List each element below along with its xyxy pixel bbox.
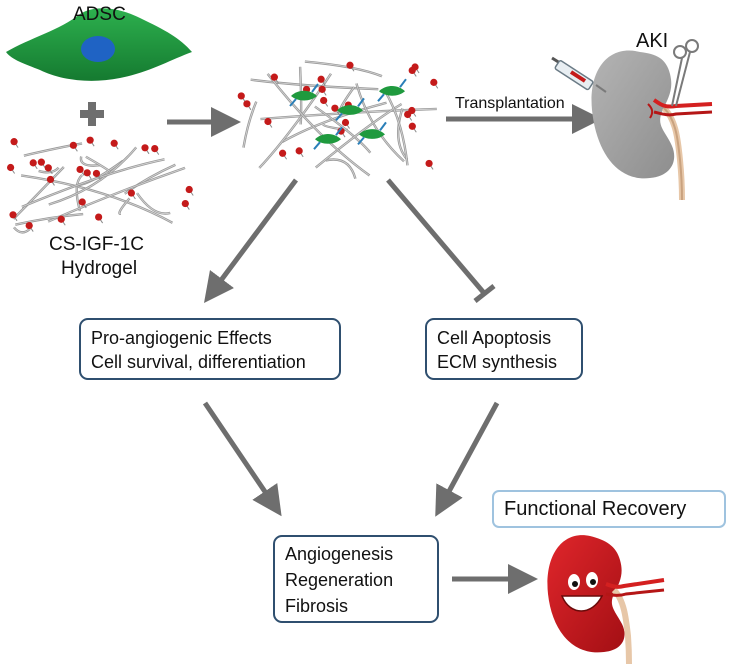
- adsc-label: ADSC: [73, 4, 126, 25]
- syringe-icon: [551, 56, 607, 93]
- outcome-regeneration: Regeneration: [285, 570, 394, 590]
- inhibit-bar: [473, 284, 496, 303]
- hydrogel-network-icon: [7, 136, 194, 234]
- pro-angiogenic-line1: Pro-angiogenic Effects: [91, 328, 272, 348]
- pro-angiogenic-box: Pro-angiogenic Effects Cell survival, di…: [79, 318, 341, 380]
- arrow-inhibit: [386, 178, 486, 295]
- arrow-promote: [204, 178, 299, 304]
- hydrogel-label-line2: Hydrogel: [61, 258, 138, 279]
- outcome-angiogenesis: Angiogenesis: [285, 544, 394, 564]
- hydrogel-label-line1: CS-IGF-1C: [49, 234, 144, 255]
- arrow-apoptosis-to-outcomes: [435, 401, 500, 517]
- arrow-effects-to-outcomes: [202, 401, 282, 517]
- functional-recovery-title: Functional Recovery: [492, 490, 726, 528]
- outcome-fibrosis: Fibrosis: [285, 596, 349, 616]
- plus-icon: [80, 102, 104, 126]
- outcomes-box: Angiogenesis Regeneration Fibrosis: [273, 535, 439, 623]
- injured-kidney-icon: [591, 50, 713, 201]
- aki-label: AKI: [636, 30, 669, 52]
- apoptosis-line2: ECM synthesis: [437, 352, 558, 372]
- healthy-kidney-icon: [547, 535, 665, 665]
- apoptosis-box: Cell Apoptosis ECM synthesis: [425, 318, 583, 380]
- transplantation-label: Transplantation: [455, 95, 565, 112]
- pro-angiogenic-line2: Cell survival, differentiation: [91, 352, 306, 372]
- forceps-icon: [671, 39, 699, 107]
- adsc-cell-icon: [6, 8, 192, 81]
- cell-loaded-hydrogel-icon: [237, 60, 439, 180]
- apoptosis-line1: Cell Apoptosis: [437, 328, 552, 348]
